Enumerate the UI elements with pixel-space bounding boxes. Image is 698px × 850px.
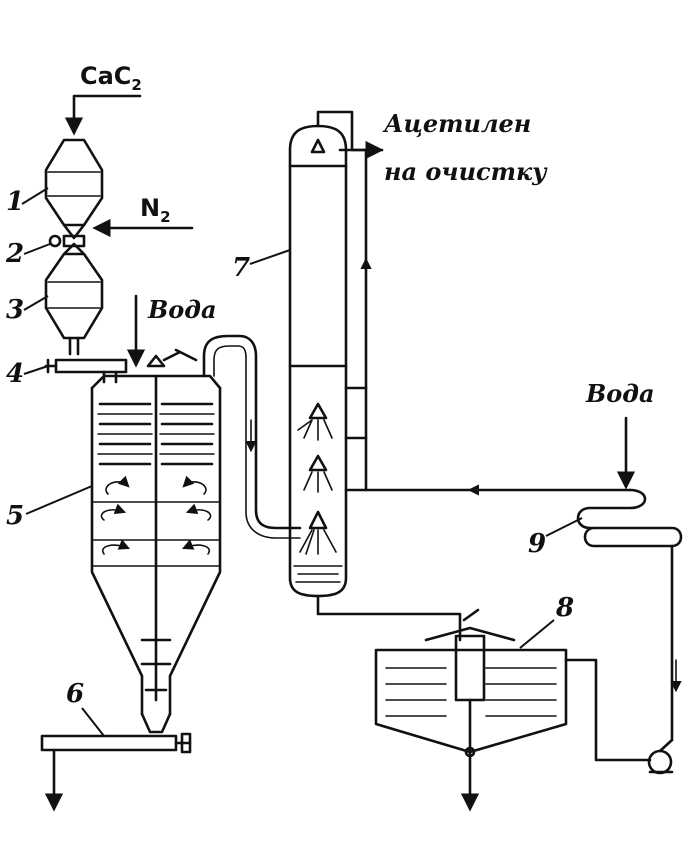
sludge-screw-conveyor xyxy=(40,732,192,812)
screw-feeder xyxy=(44,358,128,384)
svg-text:Вода: Вода xyxy=(585,379,655,408)
cac2-feed-line xyxy=(64,94,142,136)
label-7: 7 xyxy=(232,249,291,283)
svg-text:8: 8 xyxy=(555,593,574,623)
circulation-pump xyxy=(647,738,674,775)
upper-hopper xyxy=(44,138,104,227)
svg-text:Вода: Вода xyxy=(147,295,217,324)
label-4: 4 xyxy=(6,359,49,389)
gas-transfer-pipe-inner xyxy=(213,345,301,539)
svg-text:3: 3 xyxy=(6,295,24,325)
acetylene-label: Ацетилен на очистку xyxy=(382,109,548,186)
svg-text:9: 9 xyxy=(528,529,546,559)
gas-transfer-pipe xyxy=(202,334,302,530)
water-top-label: Вода xyxy=(147,295,217,324)
svg-text:Ацетилен: Ацетилен xyxy=(382,109,531,138)
settler-tank xyxy=(374,608,568,812)
svg-text:4: 4 xyxy=(6,359,24,389)
label-8: 8 xyxy=(519,593,574,649)
water-right-label: Вода xyxy=(585,379,655,408)
water-cooler-coil xyxy=(576,488,683,742)
svg-text:CaC2: CaC2 xyxy=(80,62,142,94)
acetylene-generator xyxy=(90,348,222,734)
svg-text:6: 6 xyxy=(66,679,84,709)
column-drain-line xyxy=(316,594,462,642)
n2-inlet-label: N2 xyxy=(140,194,171,226)
svg-text:7: 7 xyxy=(232,253,250,283)
label-5: 5 xyxy=(6,485,93,531)
water-spray-branch xyxy=(344,386,368,440)
svg-text:2: 2 xyxy=(5,239,24,269)
svg-text:1: 1 xyxy=(6,187,24,217)
acetylene-outlet-line xyxy=(316,110,384,152)
label-9: 9 xyxy=(528,517,583,559)
scrubbing-column xyxy=(288,124,348,598)
svg-text:N2: N2 xyxy=(140,194,171,226)
cac2-feed-label: CaC2 xyxy=(80,62,142,94)
label-2: 2 xyxy=(5,239,51,269)
label-1: 1 xyxy=(6,187,49,217)
svg-text:на очистку: на очистку xyxy=(384,157,548,186)
settler-to-pump-line xyxy=(564,658,652,762)
lower-hopper xyxy=(44,252,104,356)
svg-text:5: 5 xyxy=(6,501,24,531)
label-3: 3 xyxy=(6,295,49,325)
label-6: 6 xyxy=(66,679,105,737)
lock-valve xyxy=(48,223,86,256)
